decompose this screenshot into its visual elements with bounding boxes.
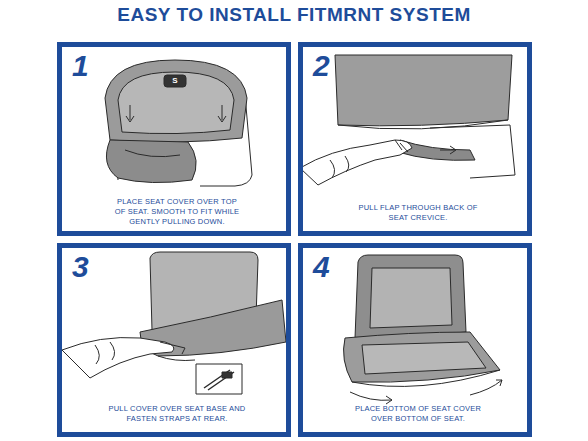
panel-two-illustration	[300, 55, 515, 185]
step-caption: PLACE SEAT COVER OVER TOP OF SEAT. SMOOT…	[112, 197, 242, 227]
step-number: 1	[72, 51, 89, 81]
panel-four-illustration	[344, 255, 502, 404]
panel-three-illustration	[62, 252, 286, 394]
page-title: EASY TO INSTALL FITMRNT SYSTEM	[0, 4, 588, 26]
step-number: 4	[313, 252, 330, 282]
step-number: 2	[313, 51, 330, 81]
step-panel: 4PLACE BOTTOM OF SEAT COVER OVER BOTTOM …	[298, 243, 532, 437]
step-number: 3	[72, 252, 89, 282]
step-panel: 2PULL FLAP THROUGH BACK OF SEAT CREVICE.	[298, 42, 532, 236]
step-caption: PULL COVER OVER SEAT BASE AND FASTEN STR…	[107, 404, 247, 424]
step-caption: PULL FLAP THROUGH BACK OF SEAT CREVICE.	[353, 203, 483, 223]
step-panel: 1PLACE SEAT COVER OVER TOP OF SEAT. SMOO…	[57, 42, 291, 236]
step-panel: 3PULL COVER OVER SEAT BASE AND FASTEN ST…	[57, 243, 291, 437]
panel-one-illustration	[105, 60, 252, 186]
step-caption: PLACE BOTTOM OF SEAT COVER OVER BOTTOM O…	[343, 404, 493, 424]
logo-letter: S	[164, 76, 186, 85]
